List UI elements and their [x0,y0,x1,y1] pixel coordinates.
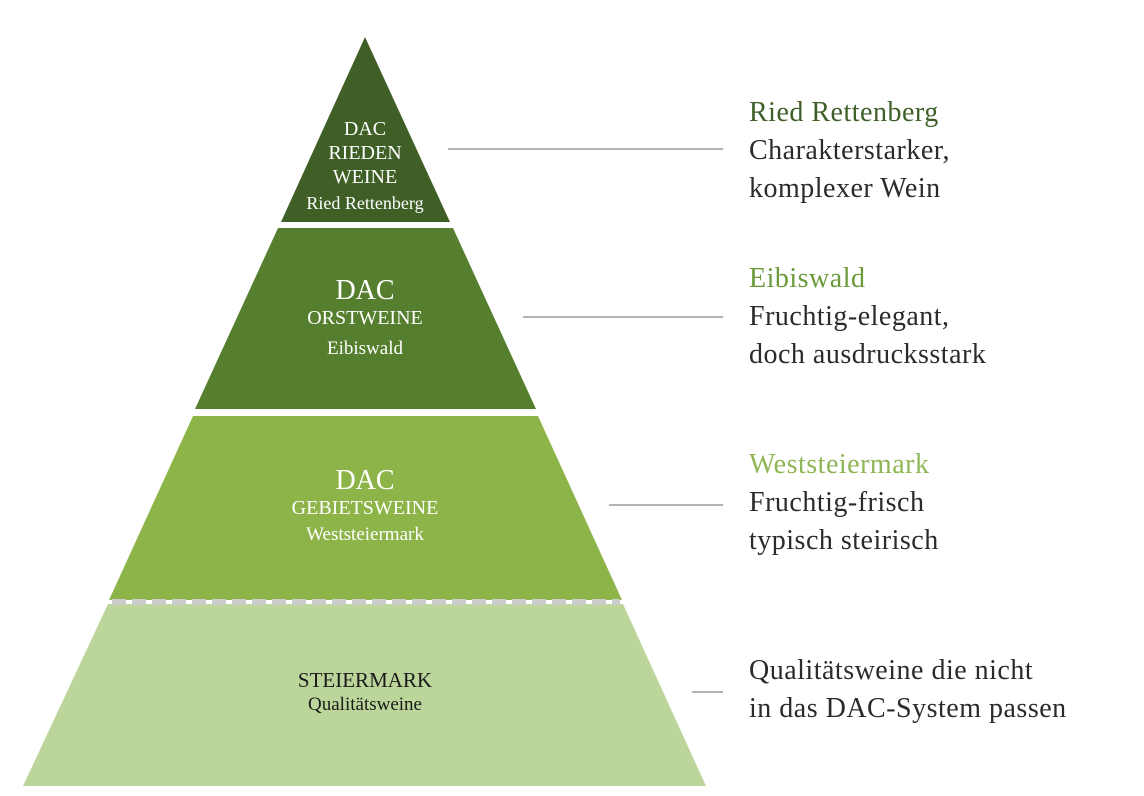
tier-2-category: ORSTWEINE [307,307,423,329]
tier-1-sub: Ried Rettenberg [306,193,424,213]
description-3: Weststeiermark Fruchtig-frisch typisch s… [749,446,939,560]
description-2: Eibiswald Fruchtig-elegant, doch ausdruc… [749,260,986,374]
description-2-line-2: doch ausdrucksstark [749,339,987,370]
tier-3-sub: Weststeiermark [306,524,424,545]
tier-4-sub: Qualitätsweine [308,694,422,715]
tier-4-category: STEIERMARK [297,668,433,692]
pyramid-tier-4 [23,604,706,786]
tier-label-3: DAC GEBIETSWEINE Weststeiermark [245,466,485,546]
description-4-line-1: Qualitätsweine die nicht [749,655,1034,686]
pyramid-tier-1 [281,37,450,222]
tier-1-line-1: DAC [343,118,387,140]
description-1-heading: Ried Rettenberg [749,97,939,128]
description-3-line-2: typisch steirisch [749,525,939,556]
description-3-heading: Weststeiermark [749,449,930,480]
description-4-line-2: in das DAC-System passen [749,693,1067,724]
pyramid-tier-3 [109,416,622,600]
tier-label-1: DAC RIEDEN WEINE Ried Rettenberg [265,117,465,214]
tier-label-2: DAC ORSTWEINE Eibiswald [265,276,465,360]
tier-label-4: STEIERMARK Qualitätsweine [245,667,485,717]
tier-2-title: DAC [335,275,395,306]
description-2-heading: Eibiswald [749,263,866,294]
tier-3-title: DAC [335,465,395,496]
description-3-line-1: Fruchtig-frisch [749,487,925,518]
pyramid-tier-2 [195,228,536,409]
description-2-line-1: Fruchtig-elegant, [749,301,950,332]
tier-2-sub: Eibiswald [327,338,403,359]
description-1: Ried Rettenberg Charakterstarker, komple… [749,94,950,208]
description-4: Qualitätsweine die nicht in das DAC-Syst… [749,652,1067,728]
tier-1-line-3: WEINE [332,166,398,188]
tier-1-line-2: RIEDEN [328,142,402,164]
description-1-line-1: Charakterstarker, [749,135,950,166]
tier-3-category: GEBIETSWEINE [291,497,439,519]
description-1-line-2: komplexer Wein [749,173,941,204]
